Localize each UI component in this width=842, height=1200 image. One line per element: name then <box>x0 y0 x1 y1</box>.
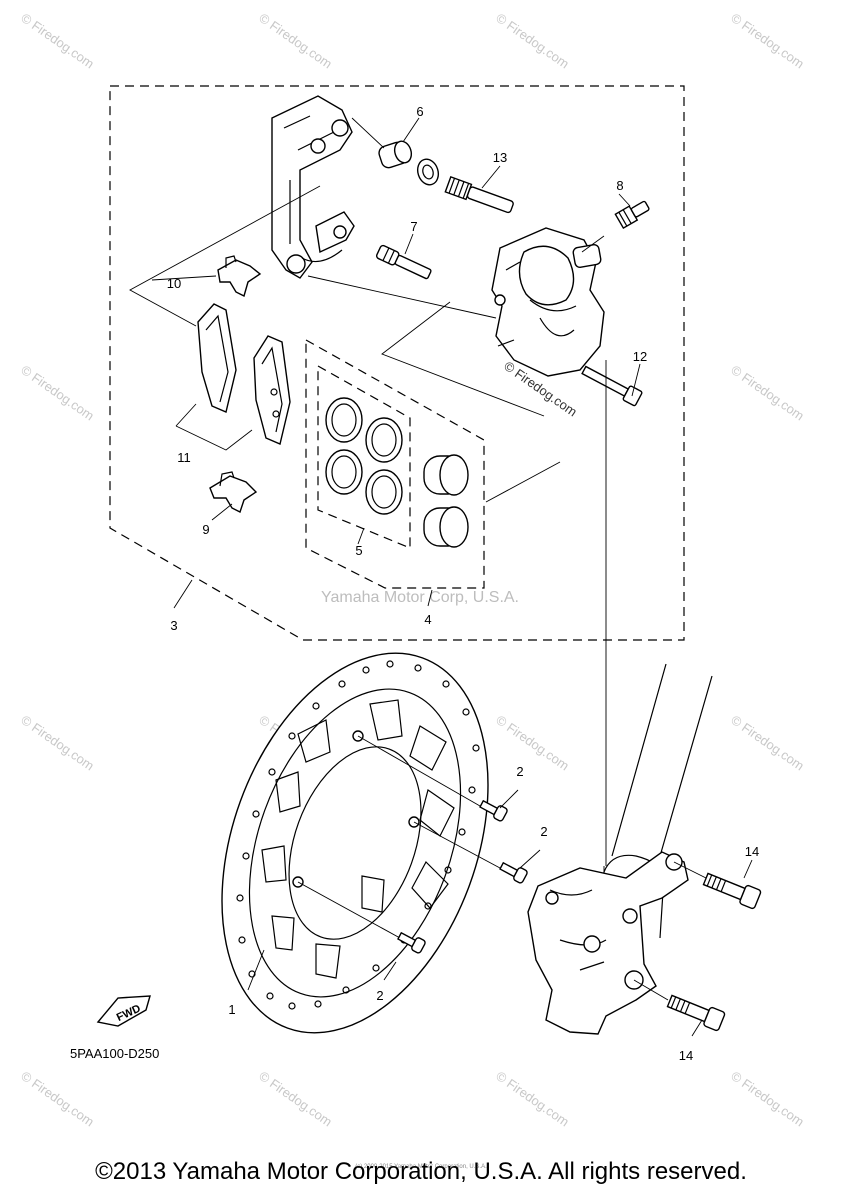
callout-numbers: 6 13 8 7 10 12 11 9 5 4 3 2 2 14 2 1 14 <box>167 104 759 1063</box>
piston-seal-boundary <box>317 364 411 549</box>
watermark: © Firedog.com <box>728 1068 807 1129</box>
watermark: © Firedog.com <box>493 712 572 773</box>
part-8-bleeder <box>614 200 650 230</box>
caliper-assembly-boundary <box>109 85 685 641</box>
callout-14-top: 14 <box>745 844 759 859</box>
callout-10: 10 <box>167 276 181 291</box>
watermark: © Firedog.com <box>728 10 807 71</box>
seal-kit-boundary <box>305 338 485 589</box>
part-13-pin <box>444 175 514 214</box>
callout-12: 12 <box>633 349 647 364</box>
watermark: © Firedog.com <box>493 10 572 71</box>
callout-11: 11 <box>177 450 191 465</box>
leader-lines <box>129 117 641 928</box>
callout-14-bottom: 14 <box>679 1048 693 1063</box>
part-9-pad-spring <box>209 471 258 513</box>
part-1-brake-disc <box>221 652 489 1034</box>
copyright-notice: ©2013 Yamaha Motor Corporation, U.S.A. A… <box>95 1158 747 1185</box>
part-11-brake-pads <box>197 303 291 445</box>
watermark: © Firedog.com <box>18 10 97 71</box>
watermark: © Firedog.com <box>493 1068 572 1129</box>
watermark: © Firedog.com <box>18 712 97 773</box>
callout-7: 7 <box>410 219 417 234</box>
callout-8: 8 <box>616 178 623 193</box>
ring <box>416 158 440 186</box>
watermark: © Firedog.com <box>728 712 807 773</box>
tiny-credit: (c) 2000-2015 Yamaha Motor Corporation, … <box>355 1164 487 1170</box>
watermark-layer: © Firedog.com © Firedog.com © Firedog.co… <box>18 10 807 1170</box>
watermark: © Firedog.com <box>728 362 807 423</box>
watermark: © Firedog.com <box>18 1068 97 1129</box>
part-10-pad-spring <box>217 255 262 298</box>
caliper-pistons <box>423 454 469 548</box>
caliper-body <box>491 227 605 377</box>
diagram-code: 5PAA100-D250 <box>70 1046 159 1061</box>
callout-3: 3 <box>170 618 177 633</box>
callout-2-top: 2 <box>516 764 523 779</box>
callout-13: 13 <box>493 150 507 165</box>
center-watermark: Yamaha Motor Corp, U.S.A. <box>321 589 519 606</box>
part-14-mount-bolts <box>633 861 762 1032</box>
part-2-disc-bolts <box>297 735 528 954</box>
watermark: © Firedog.com <box>256 10 335 71</box>
watermark: © Firedog.com <box>18 362 97 423</box>
callout-4: 4 <box>424 612 431 627</box>
fwd-arrow: FWD <box>96 995 151 1027</box>
callout-1: 1 <box>228 1002 235 1017</box>
callout-5: 5 <box>355 543 362 558</box>
callout-6: 6 <box>416 104 423 119</box>
front-fork <box>527 663 713 1035</box>
callout-2-middle: 2 <box>540 824 547 839</box>
part-7-pin <box>375 244 432 280</box>
callout-2-bottom: 2 <box>376 988 383 1003</box>
lower-leader-lines <box>247 789 753 1037</box>
part-6-boot <box>378 140 413 169</box>
part-5-piston-seals <box>325 397 403 515</box>
watermark: © Firedog.com <box>256 1068 335 1129</box>
caliper-bracket <box>271 95 355 279</box>
part-12-bolt <box>581 365 643 407</box>
callout-9: 9 <box>202 522 209 537</box>
